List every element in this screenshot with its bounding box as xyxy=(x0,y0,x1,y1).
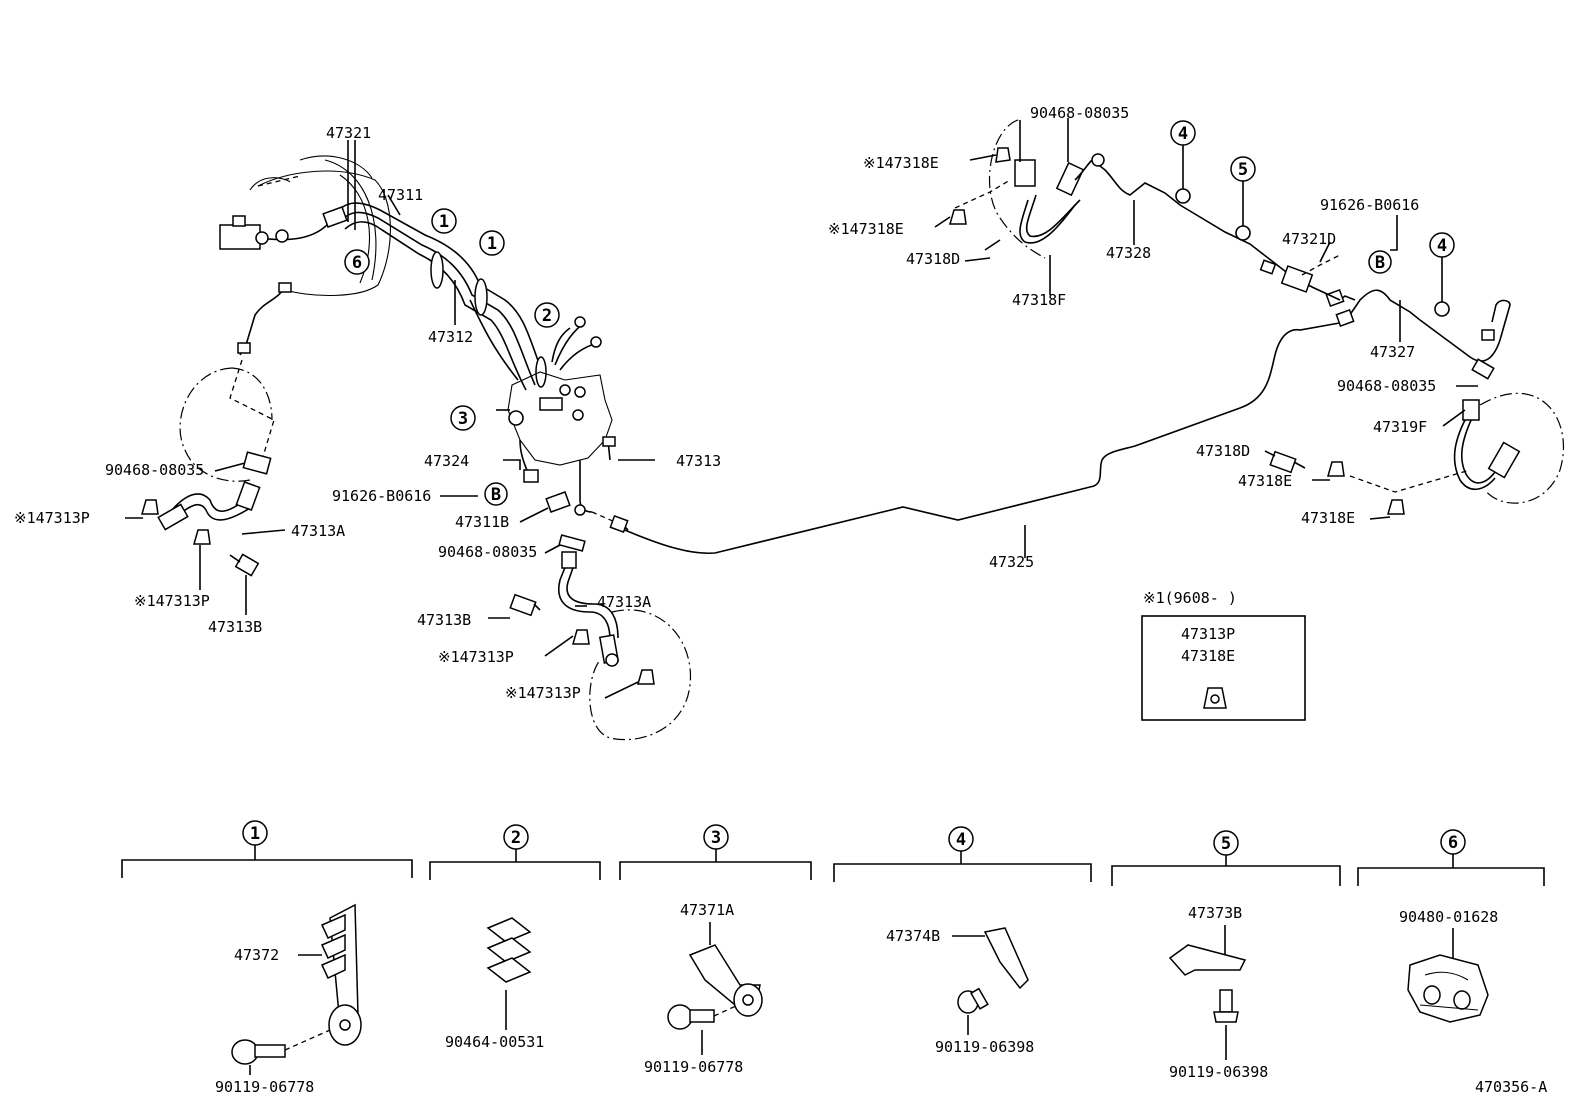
callout-90119-06398: 90119-06398 xyxy=(935,1038,1034,1056)
callout-47313b: 47313B xyxy=(417,611,471,629)
front-brake-pipes xyxy=(322,202,547,391)
front-right-flex-hose xyxy=(509,534,692,741)
callout-147318e: ※147318E xyxy=(863,154,939,172)
callout-47312: 47312 xyxy=(428,328,473,346)
callout-90464-00531: 90464-00531 xyxy=(445,1033,544,1051)
callout-90119-06778: 90119-06778 xyxy=(215,1078,314,1096)
callout-47321d: 47321D xyxy=(1282,230,1336,248)
callout-90468-08035: 90468-08035 xyxy=(1337,377,1436,395)
svg-text:2: 2 xyxy=(511,828,521,848)
callout-47321: 47321 xyxy=(326,124,371,142)
callout-47324: 47324 xyxy=(424,452,469,470)
detail-category-2: 2 90464-00531 xyxy=(429,824,601,1051)
leader-lines xyxy=(125,140,1478,699)
callout-90468-08035: 90468-08035 xyxy=(105,461,204,479)
circled-markers: 1 1 2 3 6 4 5 4 B B xyxy=(344,120,1455,506)
callout-47313b: 47313B xyxy=(208,618,262,636)
callout-47311b: 47311B xyxy=(455,513,509,531)
callout-47327: 47327 xyxy=(1370,343,1415,361)
callout-47374b: 47374B xyxy=(886,927,940,945)
svg-text:B: B xyxy=(1375,253,1385,273)
callout-90119-06398: 90119-06398 xyxy=(1169,1063,1268,1081)
callout-47328: 47328 xyxy=(1106,244,1151,262)
svg-text:5: 5 xyxy=(1221,834,1231,854)
callout-47311: 47311 xyxy=(378,186,423,204)
callout-147313p: ※147313P xyxy=(438,648,514,666)
svg-text:B: B xyxy=(491,485,501,505)
detail-category-3: 3 47371A 90119-06778 xyxy=(619,824,812,1076)
detail-category-6: 6 90480-01628 xyxy=(1357,829,1545,1023)
detail-category-1: 1 47372 90119-06778 xyxy=(121,820,413,1096)
note-box: ※1(9608- ) 47313P 47318E xyxy=(1141,589,1306,721)
callout-90480-01628: 90480-01628 xyxy=(1399,908,1498,926)
rear-right-flex-hose xyxy=(1269,392,1565,515)
callout-147313p: ※147313P xyxy=(505,684,581,702)
callout-90468-08035: 90468-08035 xyxy=(1030,104,1129,122)
rear-brake-pipe-main xyxy=(591,321,1346,555)
svg-text:1: 1 xyxy=(487,234,497,254)
svg-text:1: 1 xyxy=(439,212,449,232)
callout-47373b: 47373B xyxy=(1188,904,1242,922)
svg-text:1: 1 xyxy=(250,824,260,844)
clamp-points xyxy=(508,188,1450,426)
callout-147313p: ※147313P xyxy=(134,592,210,610)
callout-91626-b0616: 91626-B0616 xyxy=(332,487,431,505)
front-left-flex-hose xyxy=(141,342,275,577)
callout-47313a: 47313A xyxy=(597,593,651,611)
svg-text:6: 6 xyxy=(1448,833,1458,853)
svg-text:47318E: 47318E xyxy=(1181,647,1235,665)
callout-90119-06778: 90119-06778 xyxy=(644,1058,743,1076)
master-cylinder-booster xyxy=(219,155,391,346)
callout-47313: 47313 xyxy=(676,452,721,470)
svg-text:4: 4 xyxy=(1437,236,1447,256)
callout-47371a: 47371A xyxy=(680,901,734,919)
detail-category-4: 4 47374B 90119-06398 xyxy=(833,826,1092,1056)
detail-category-5: 5 47373B 90119-06398 xyxy=(1111,830,1341,1081)
callout-47313a: 47313A xyxy=(291,522,345,540)
svg-text:2: 2 xyxy=(542,306,552,326)
callout-147313p: ※147313P xyxy=(14,509,90,527)
svg-text:5: 5 xyxy=(1238,160,1248,180)
callout-labels: 47321 47311 47312 47324 47313 91626-B061… xyxy=(14,104,1436,702)
callout-47318e: 47318E xyxy=(1238,472,1292,490)
callout-47318f: 47318F xyxy=(1012,291,1066,309)
callout-47318d: 47318D xyxy=(906,250,960,268)
svg-text:4: 4 xyxy=(956,830,966,850)
callout-47325: 47325 xyxy=(989,553,1034,571)
svg-text:※1(9608- ): ※1(9608- ) xyxy=(1143,589,1237,607)
callout-47372: 47372 xyxy=(234,946,279,964)
svg-text:47313P: 47313P xyxy=(1181,625,1235,643)
proportioning-valve xyxy=(507,316,616,516)
callout-47318e: 47318E xyxy=(1301,509,1355,527)
callout-47318d: 47318D xyxy=(1196,442,1250,460)
svg-text:6: 6 xyxy=(352,253,362,273)
callout-90468-08035: 90468-08035 xyxy=(438,543,537,561)
catalog-number: 470356-A xyxy=(1475,1078,1547,1096)
callout-47319f: 47319F xyxy=(1373,418,1427,436)
callout-91626-b0616: 91626-B0616 xyxy=(1320,196,1419,214)
svg-text:3: 3 xyxy=(458,409,468,429)
callout-147318e: ※147318E xyxy=(828,220,904,238)
rear-flex-hose-top xyxy=(949,118,1105,259)
svg-text:3: 3 xyxy=(711,828,721,848)
svg-text:4: 4 xyxy=(1178,124,1188,144)
rear-brake-pipes xyxy=(1094,161,1511,380)
